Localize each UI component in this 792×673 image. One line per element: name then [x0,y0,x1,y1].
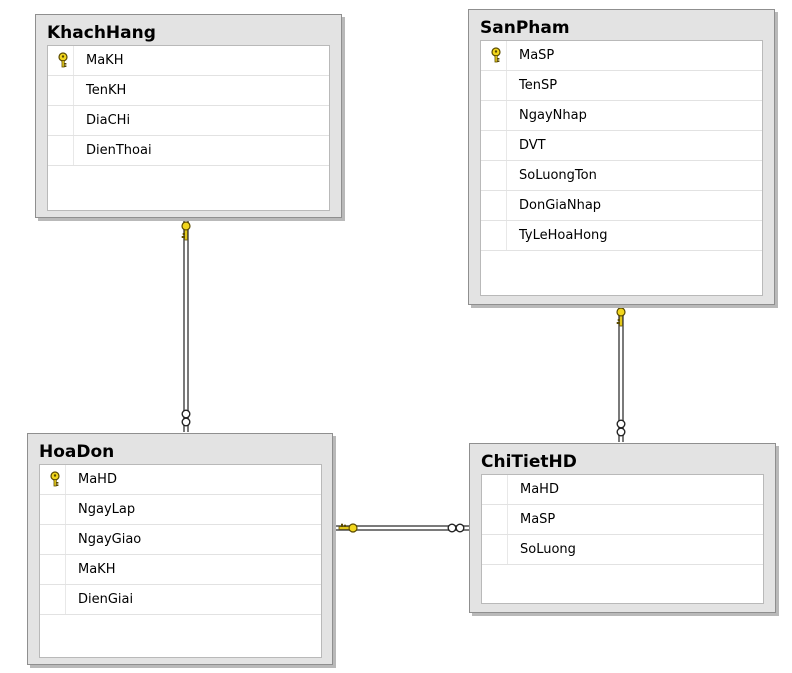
column-row[interactable]: DiaCHi [48,106,329,136]
column-row[interactable]: DienGiai [40,585,321,615]
column-grid: MaKH TenKH DiaCHi DienThoai [47,45,330,211]
column-row[interactable]: TenKH [48,76,329,106]
infinity-icon [616,419,626,437]
table-hoadon[interactable]: HoaDon MaHD NgayLap NgayGiao MaKH [27,433,333,665]
table-title: KhachHang [47,23,156,43]
column-row[interactable]: SoLuongTon [481,161,762,191]
column-row[interactable]: NgayLap [40,495,321,525]
table-title: ChiTietHD [481,452,577,472]
column-name: DVT [519,138,546,153]
key-icon [58,52,68,68]
column-name: DiaCHi [86,113,131,128]
key-icon [181,221,191,241]
column-grid: MaHD MaSP SoLuong [481,474,764,604]
table-title: SanPham [480,18,570,38]
column-name: DienGiai [78,592,134,607]
column-name: TenSP [519,78,558,93]
table-title: HoaDon [39,442,115,462]
column-name: MaKH [78,562,116,577]
column-name: SoLuongTon [519,168,597,183]
key-icon [616,307,626,327]
column-name: TenKH [86,83,127,98]
column-grid: MaSP TenSP NgayNhap DVT SoLuongTon DonGi… [480,40,763,296]
table-sanpham[interactable]: SanPham MaSP TenSP NgayNhap DVT [468,9,775,305]
column-name: DonGiaNhap [519,198,602,213]
column-name: SoLuong [520,542,576,557]
column-row[interactable]: TenSP [481,71,762,101]
relationship-hoadon-chitiethd[interactable] [333,523,470,533]
column-name: NgayNhap [519,108,587,123]
infinity-icon [181,409,191,427]
table-khachhang[interactable]: KhachHang MaKH TenKH DiaCHi DienThoai [35,14,342,218]
column-row[interactable]: MaKH [48,46,329,76]
column-name: NgayGiao [78,532,142,547]
column-name: MaKH [86,53,124,68]
column-name: MaSP [520,512,556,527]
relationship-khachhang-hoadon[interactable] [181,216,191,432]
column-name: MaHD [78,472,117,487]
column-row[interactable]: MaHD [482,475,763,505]
column-row[interactable]: DienThoai [48,136,329,166]
column-row[interactable]: SoLuong [482,535,763,565]
column-row[interactable]: MaSP [482,505,763,535]
column-name: MaHD [520,482,559,497]
column-row[interactable]: TyLeHoaHong [481,221,762,251]
infinity-icon [447,523,465,533]
column-row[interactable]: MaHD [40,465,321,495]
column-row[interactable]: MaKH [40,555,321,585]
key-icon [491,47,501,63]
column-name: NgayLap [78,502,136,517]
relationship-sanpham-chitiethd[interactable] [616,304,626,442]
column-row[interactable]: DVT [481,131,762,161]
table-chitiethd[interactable]: ChiTietHD MaHD MaSP SoLuong [469,443,776,613]
column-name: TyLeHoaHong [519,228,608,243]
column-name: MaSP [519,48,555,63]
column-row[interactable]: NgayGiao [40,525,321,555]
key-icon [338,523,358,533]
column-row[interactable]: DonGiaNhap [481,191,762,221]
column-row[interactable]: MaSP [481,41,762,71]
column-row[interactable]: NgayNhap [481,101,762,131]
key-icon [50,471,60,487]
column-grid: MaHD NgayLap NgayGiao MaKH DienGiai [39,464,322,658]
column-name: DienThoai [86,143,152,158]
